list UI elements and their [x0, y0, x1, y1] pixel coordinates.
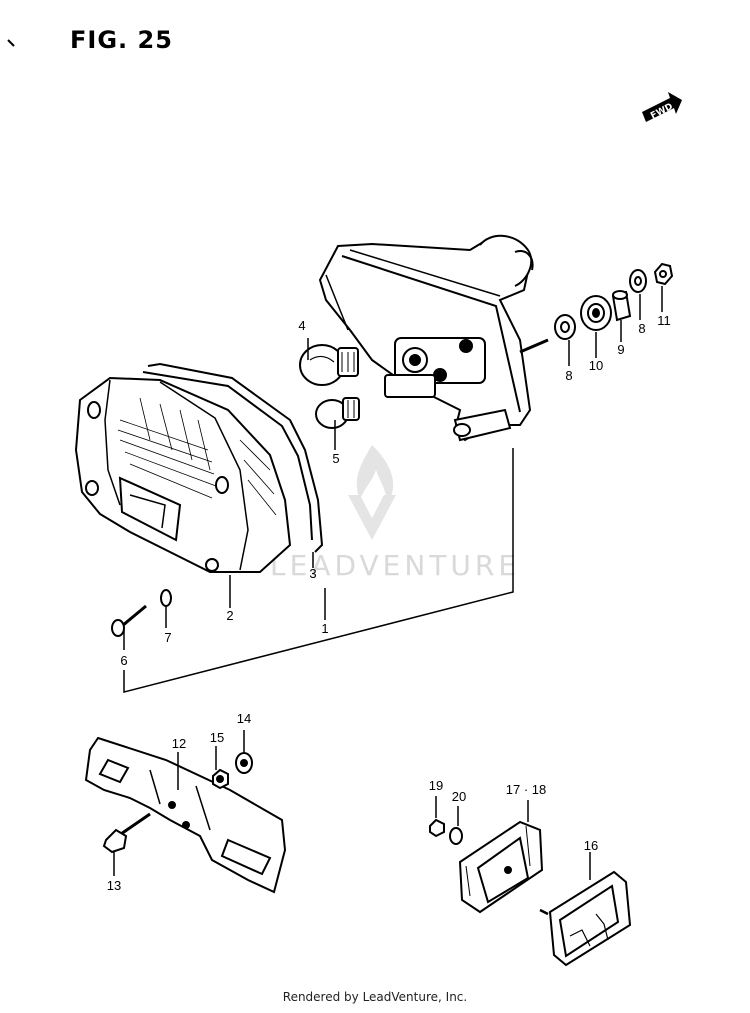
lamp-housing [318, 234, 549, 442]
watermark-text: LEADVENTURE [270, 549, 520, 582]
gasket-3 [142, 362, 324, 553]
nut-11 [653, 262, 674, 286]
screw-6 [111, 604, 147, 637]
washer-7 [160, 589, 172, 607]
grommet-10 [580, 295, 612, 331]
nut-15 [212, 768, 229, 790]
callout-8b: 8 [638, 321, 645, 336]
callout-3: 3 [309, 566, 316, 581]
callout-2: 2 [226, 608, 233, 623]
callout-13: 13 [107, 878, 121, 893]
leadventure-flame-logo [348, 445, 396, 540]
bulb-large [299, 344, 359, 386]
callout-16: 16 [584, 838, 598, 853]
reflector-base-17-18 [458, 820, 544, 914]
leader-lines-reflector [435, 796, 591, 880]
spacer-14 [235, 752, 253, 774]
washer-20 [449, 827, 463, 845]
callout-19: 19 [429, 778, 443, 793]
lens-2 [74, 376, 292, 573]
bracket-12 [84, 736, 287, 894]
callout-9: 9 [617, 342, 624, 357]
callout-5: 5 [332, 451, 339, 466]
leader-lines-bracket [113, 730, 245, 876]
callout-6: 6 [120, 653, 127, 668]
bulb-small [315, 397, 360, 429]
fig-title: FIG. 25 [70, 26, 173, 54]
callout-20: 20 [452, 789, 466, 804]
callout-14: 14 [237, 711, 251, 726]
callout-10: 10 [589, 358, 603, 373]
callout-8a: 8 [565, 368, 572, 383]
callout-4: 4 [298, 318, 305, 333]
callout-1: 1 [321, 621, 328, 636]
callout-12: 12 [172, 736, 186, 751]
washer-8a [554, 314, 576, 340]
reflector-16 [539, 870, 632, 967]
stray-mark [7, 39, 15, 47]
callout-17-18: 17 · 18 [506, 782, 546, 797]
callout-7: 7 [164, 630, 171, 645]
leader-lines-upper [123, 286, 663, 693]
callout-15: 15 [210, 730, 224, 745]
fwd-arrow-icon: FWD [642, 92, 682, 122]
footer-credit: Rendered by LeadVenture, Inc. [282, 990, 468, 1004]
callout-11: 11 [657, 313, 671, 328]
washer-8b [629, 269, 647, 293]
nut-19 [429, 818, 445, 838]
collar-9 [611, 290, 632, 322]
bolt-13 [102, 812, 151, 854]
